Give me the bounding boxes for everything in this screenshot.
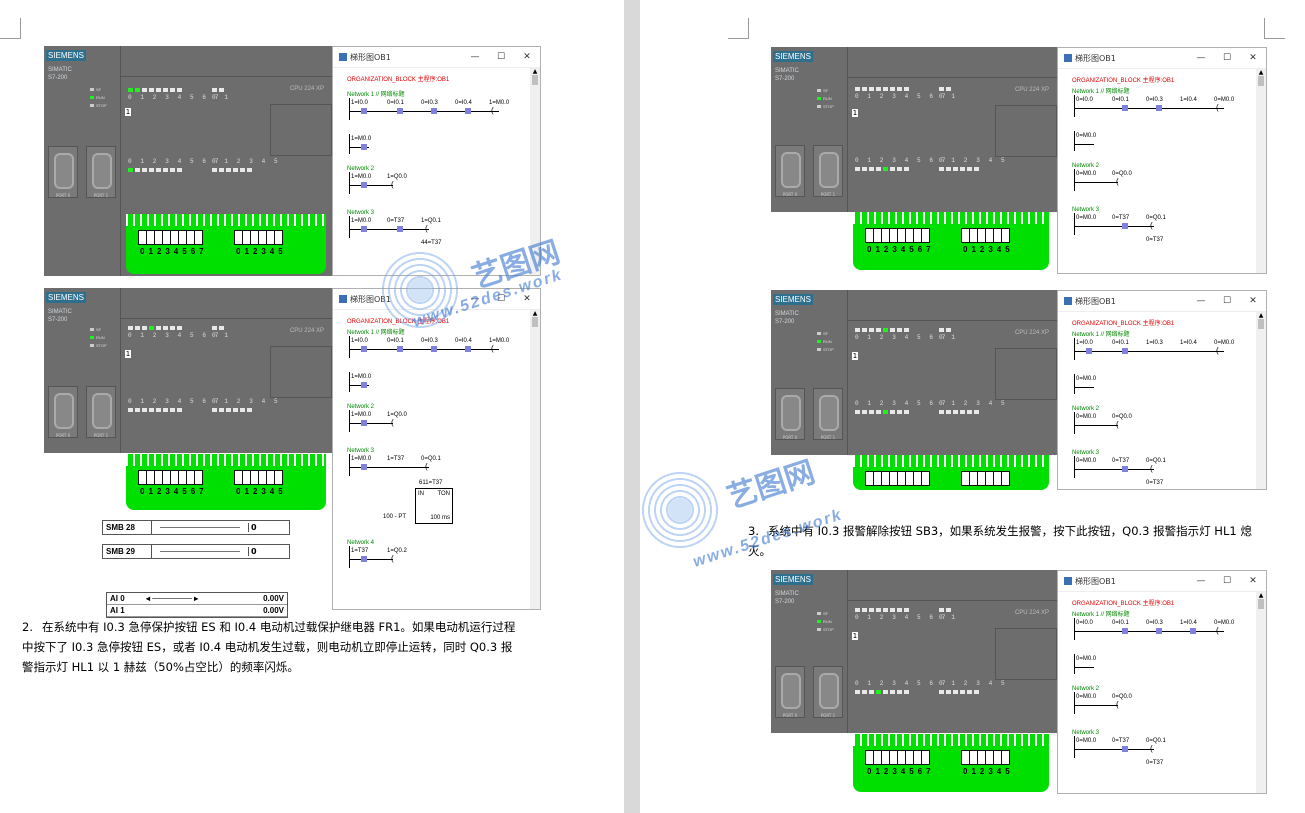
scrollbar[interactable]: ▲ — [1256, 592, 1266, 793]
memory-cartridge — [270, 104, 332, 156]
minimize-button[interactable]: — — [470, 294, 480, 304]
input-switches[interactable] — [865, 228, 930, 243]
ladder-window: 梯形图OB1—☐✕ ORGANIZATION_BLOCK 主程序:OB1 Net… — [1057, 290, 1267, 490]
display-digit: 1 — [125, 108, 131, 116]
input-switches[interactable] — [865, 471, 930, 486]
page-gutter — [624, 0, 640, 813]
maximize-button[interactable]: ☐ — [496, 294, 506, 304]
minimize-button[interactable]: — — [1196, 576, 1206, 586]
input-terminal: 01234567 012345 — [126, 214, 326, 274]
scrollbar[interactable]: ▲ — [1256, 312, 1266, 489]
cpu-label: CPU 224 XP — [289, 86, 324, 92]
port0: PORT 0 — [48, 146, 78, 198]
siemens-logo: SIEMENS — [46, 50, 87, 61]
maximize-button[interactable]: ☐ — [1222, 296, 1232, 306]
maximize-button[interactable]: ☐ — [1222, 576, 1232, 586]
maximize-button[interactable]: ☐ — [496, 52, 506, 62]
minimize-button[interactable]: — — [470, 52, 480, 62]
ladder-window: 梯形图OB1—☐✕ ORGANIZATION_BLOCK 主程序:OB1 Net… — [332, 288, 541, 610]
minimize-button[interactable]: — — [1196, 296, 1206, 306]
crop-mark — [1264, 18, 1285, 39]
input-switches[interactable] — [138, 470, 203, 485]
ton-timer: IN TON 100 ms — [415, 488, 453, 524]
input-leds — [128, 168, 182, 172]
close-button[interactable]: ✕ — [523, 52, 531, 62]
scrollbar[interactable]: ▲ — [1256, 69, 1266, 273]
close-button[interactable]: ✕ — [523, 294, 531, 304]
maximize-button[interactable]: ☐ — [1222, 53, 1232, 63]
close-button[interactable]: ✕ — [1249, 296, 1257, 306]
input-switches[interactable] — [138, 230, 203, 245]
scrollbar[interactable]: ▲ — [530, 310, 540, 609]
port1: PORT 1 — [86, 146, 116, 198]
watermark-globe-icon — [640, 470, 720, 550]
close-button[interactable]: ✕ — [1249, 53, 1257, 63]
ladder-icon — [339, 53, 347, 61]
scrollbar[interactable]: ▲ — [530, 68, 540, 275]
watermark-globe-icon — [380, 250, 460, 330]
close-button[interactable]: ✕ — [1249, 576, 1257, 586]
rung-1: 1=I0.0 0=I0.1 0=I0.3 0=I0.4 1=M0.0( — [347, 98, 530, 134]
minimize-button[interactable]: — — [1196, 53, 1206, 63]
ladder-window: 梯形图OB1—☐✕ ORGANIZATION_BLOCK 主程序:OB1 Net… — [332, 46, 541, 276]
input-terminal: 01234567 012345 — [126, 454, 326, 510]
paragraph-2: 2.在系统中有 I0.3 急停保护按钮 ES 和 I0.4 电动机过载保护继电器… — [22, 620, 516, 674]
paragraph-3: 3.系统中有 I0.3 报警解除按钮 SB3，如果系统发生报警，按下此按钮，Q0… — [748, 524, 1252, 558]
ladder-window: 梯形图OB1—☐✕ ORGANIZATION_BLOCK 主程序:OB1 Net… — [1057, 47, 1267, 274]
crop-mark — [0, 18, 21, 39]
output-leds — [128, 88, 182, 92]
input-switches[interactable] — [865, 750, 930, 765]
crop-mark — [728, 18, 749, 39]
ladder-window: 梯形图OB1—☐✕ ORGANIZATION_BLOCK 主程序:OB1 Net… — [1057, 570, 1267, 794]
